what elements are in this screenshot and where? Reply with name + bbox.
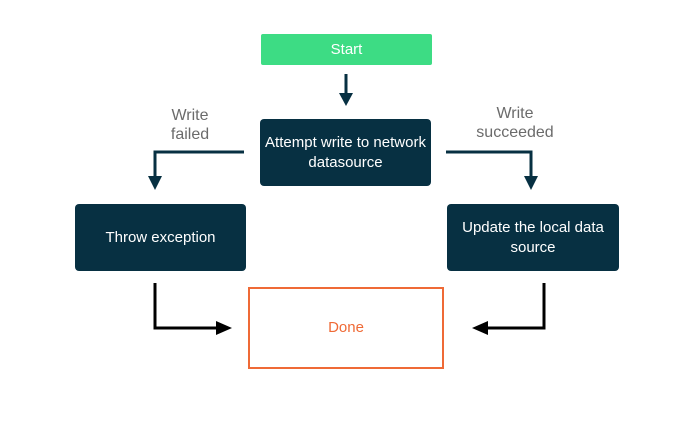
edge-label-write-failed-line1: Write [171, 107, 209, 124]
node-start-label: Start [330, 40, 363, 58]
arrow-attempt-to-update [446, 150, 538, 190]
edge-label-write-succeeded-line1: Write [496, 105, 534, 122]
node-done: Done [248, 287, 444, 369]
node-update-local-data-source-label: Update the local data source [462, 218, 604, 256]
node-start: Start [261, 34, 432, 65]
node-done-label: Done [328, 319, 364, 336]
arrow-attempt-to-throw [148, 150, 244, 190]
arrow-start-to-attempt [339, 74, 353, 106]
arrow-update-to-done [472, 283, 546, 335]
node-attempt-write-label: Attempt write to network datasource [265, 133, 426, 171]
edge-label-write-failed: Write failed [150, 106, 230, 144]
arrow-throw-to-done [153, 283, 232, 335]
edge-label-write-succeeded-line2: succeeded [476, 124, 554, 141]
edge-label-write-failed-line2: failed [170, 126, 210, 143]
edge-label-write-succeeded: Write succeeded [465, 104, 565, 142]
node-throw-exception-label: Throw exception [105, 228, 216, 246]
node-update-local-data-source: Update the local data source [447, 204, 619, 271]
node-throw-exception: Throw exception [75, 204, 246, 271]
node-attempt-write: Attempt write to network datasource [260, 119, 431, 186]
